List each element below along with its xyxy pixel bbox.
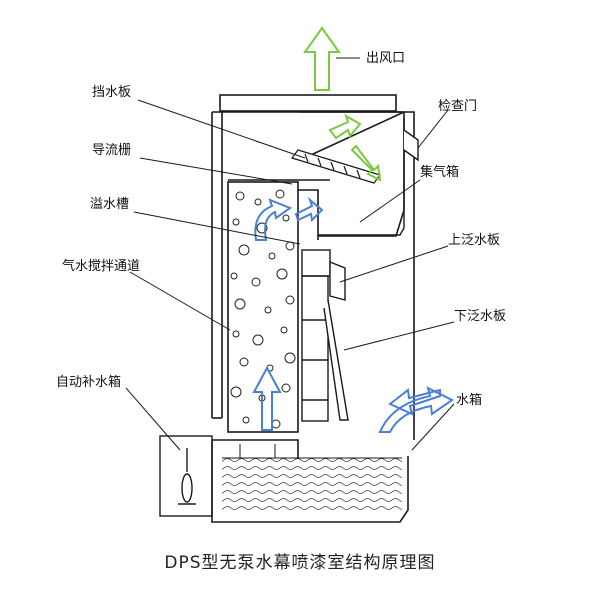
water-flow-arrow <box>252 196 454 433</box>
label-outlet: 出风口 <box>366 51 405 66</box>
label-auto-refill-tank: 自动补水箱 <box>56 374 121 390</box>
float-valve-icon <box>181 473 193 503</box>
water-tank <box>211 439 409 523</box>
diagram-caption: DPS型无泵水幕喷漆室结构原理图 <box>164 553 435 573</box>
label-upper-flow-plate: 上泛水板 <box>448 233 500 248</box>
label-overflow-trough: 溢水槽 <box>90 197 129 212</box>
label-plenum: 集气箱 <box>420 164 459 180</box>
demister-plate <box>291 149 381 184</box>
plenum-box <box>318 118 419 236</box>
label-inspection-door: 检查门 <box>438 99 477 114</box>
air-flow-arrow <box>303 26 382 182</box>
lower-flow-plate <box>301 275 349 422</box>
label-demister: 挡水板 <box>92 85 131 100</box>
label-lower-flow-plate: 下泛水板 <box>454 309 506 324</box>
outlet-flange <box>219 94 397 112</box>
auto-refill-tank <box>159 435 213 517</box>
label-gas-water-channel: 气水搅拌通道 <box>62 258 140 274</box>
label-water-tank: 水箱 <box>456 392 482 408</box>
leader-lines <box>125 57 455 451</box>
upper-flow-plate <box>301 249 346 301</box>
label-guide-grid: 导流栅 <box>92 143 131 158</box>
